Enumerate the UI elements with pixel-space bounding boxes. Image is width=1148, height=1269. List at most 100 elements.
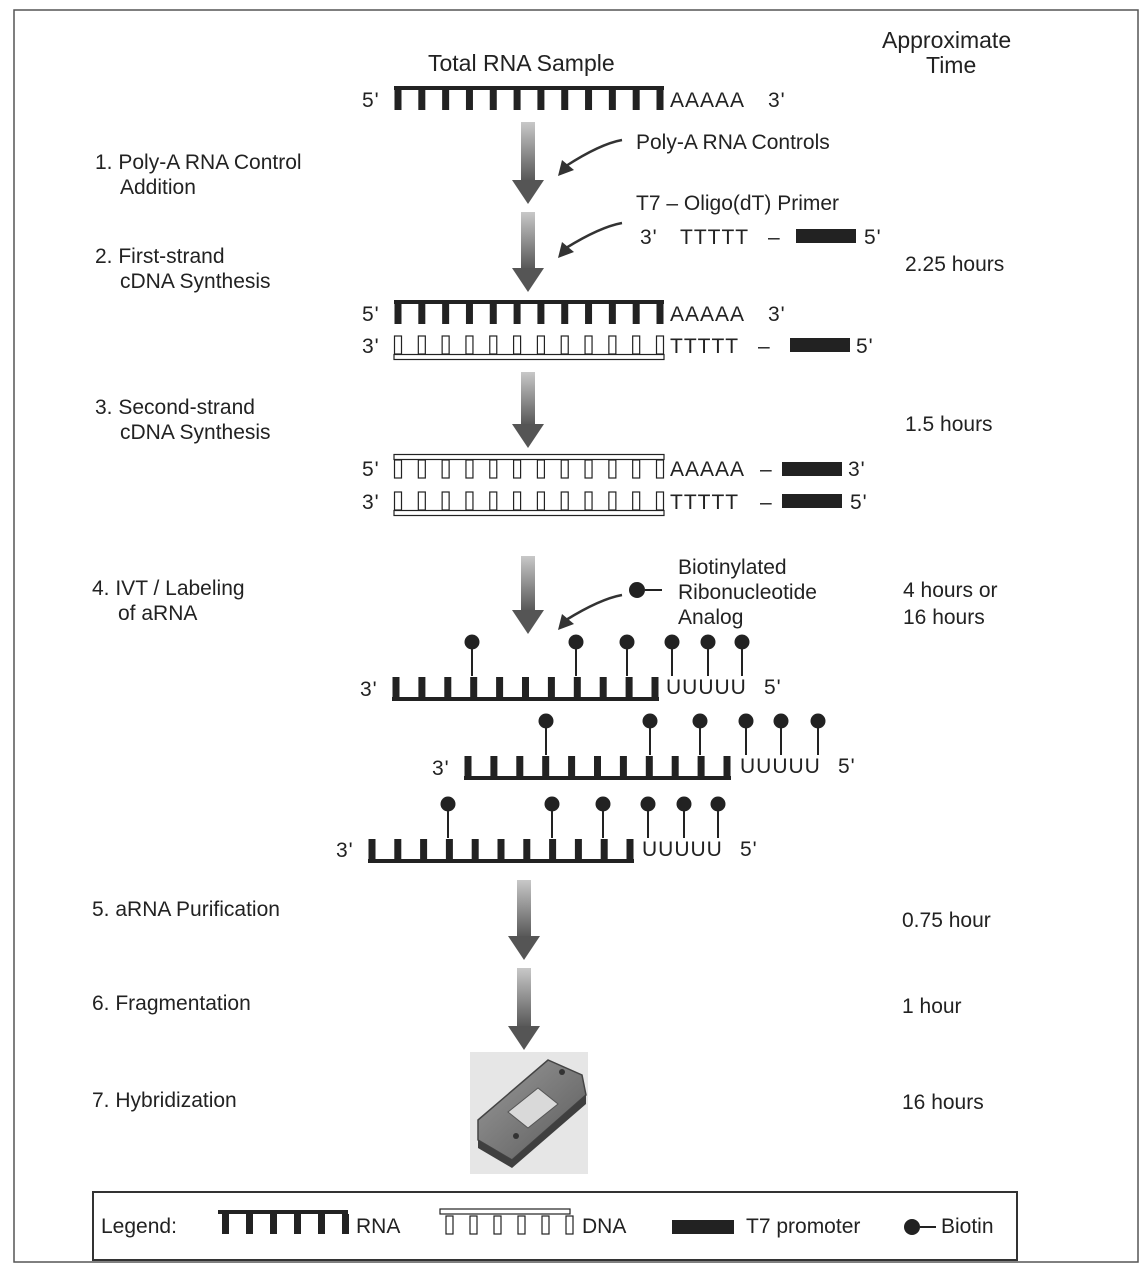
rna-poly-a: AAAAA <box>670 89 746 112</box>
step-2-label-2: cDNA Synthesis <box>120 270 271 293</box>
step-4-label: 4. IVT / Labeling <box>92 577 245 600</box>
figure-frame <box>13 9 1139 1263</box>
rna-backbone <box>368 859 634 863</box>
dna-base <box>536 459 546 479</box>
dna-base <box>536 335 546 355</box>
biotin-3-2 <box>595 796 611 838</box>
legend-rna-base <box>270 1214 277 1234</box>
dna-base <box>584 459 593 479</box>
dna-base <box>655 491 665 511</box>
biotin-2-3 <box>738 713 754 755</box>
arrow-shaft <box>521 372 535 426</box>
step-4-label-2: of aRNA <box>118 602 198 625</box>
time-step-4-alt: 16 hours <box>903 606 985 629</box>
rna-base <box>600 839 608 859</box>
ss-top-3-prime: 3' <box>848 458 866 481</box>
legend-biotin-dot <box>904 1219 920 1235</box>
dna-base <box>465 491 474 511</box>
biotin-dot <box>440 796 456 812</box>
rna-base <box>418 90 426 110</box>
biotin-dot <box>544 796 560 812</box>
rna-base <box>489 90 497 110</box>
rna-base <box>561 90 569 110</box>
rna-base <box>444 677 452 697</box>
step-2-label: 2. First-strand <box>95 245 225 268</box>
biotins-layer <box>440 582 826 838</box>
biotin-1-3 <box>664 634 680 676</box>
legend-biotin-label: Biotin <box>941 1215 994 1238</box>
biotin-3-3 <box>640 796 656 838</box>
step-3-label: 3. Second-strand <box>95 396 255 419</box>
arrow-shaft <box>521 556 535 612</box>
biotin-2-4 <box>773 713 789 755</box>
rna-base <box>470 677 478 697</box>
biotin-dot <box>676 796 692 812</box>
biotin-dot <box>700 634 716 650</box>
dna-base <box>560 335 569 355</box>
rna-base <box>594 756 601 776</box>
rna-base <box>608 304 616 324</box>
rna-base <box>619 756 627 776</box>
rna-base <box>645 756 653 776</box>
arna2-5-prime: 5' <box>838 755 856 778</box>
rna-base <box>442 90 450 110</box>
biotin-2-2 <box>692 713 708 755</box>
dna-base <box>584 491 593 511</box>
biotin-analog-label-3: Analog <box>678 606 744 629</box>
rna-base <box>489 304 497 324</box>
ss-bottom-5-prime: 5' <box>850 491 868 514</box>
polya-pointer <box>558 138 623 176</box>
rna-base <box>626 839 634 859</box>
ss-top-poly-a: AAAAA <box>670 458 746 481</box>
second-strand-dna-bottom <box>393 491 665 517</box>
step-7-label: 7. Hybridization <box>92 1089 237 1112</box>
legend-rna-base <box>318 1214 325 1234</box>
time-header-2: Time <box>926 52 977 78</box>
dna-base <box>489 491 498 511</box>
dna-base <box>560 491 569 511</box>
fs-rna-5-prime: 5' <box>362 303 380 326</box>
legend-dna-swatch <box>439 1208 574 1235</box>
biotin-analog-dot <box>629 582 645 598</box>
dna-base <box>655 335 665 355</box>
rna-backbone <box>464 776 731 780</box>
biotin-dot <box>773 713 789 729</box>
rna-base <box>445 839 453 859</box>
biotin-dot <box>734 634 750 650</box>
dna-base <box>536 491 546 511</box>
time-step-2: 2.25 hours <box>905 253 1005 276</box>
dna-base <box>512 491 522 511</box>
strands-layer <box>368 86 856 863</box>
fs-rna-poly-a: AAAAA <box>670 303 746 326</box>
biotin-analog-label-2: Ribonucleotide <box>678 581 817 604</box>
rna-base <box>465 304 473 324</box>
legend-rna-backbone <box>218 1210 348 1214</box>
rna-base <box>585 304 593 324</box>
biotin-2-1 <box>642 713 658 755</box>
arna1-5-prime: 5' <box>764 676 782 699</box>
rna-base <box>656 90 664 110</box>
arna1-3-prime: 3' <box>360 678 378 701</box>
rna-base <box>392 677 400 697</box>
primer-dash: – <box>768 226 781 249</box>
dna-base <box>393 335 403 355</box>
biotin-dot <box>595 796 611 812</box>
rna-3-prime: 3' <box>768 89 786 112</box>
legend-t7-label: T7 promoter <box>746 1215 861 1238</box>
biotin-3-5 <box>710 796 726 838</box>
dna-base <box>441 491 450 511</box>
arna2-poly-u: UUUUU <box>740 755 821 778</box>
biotin-dot <box>692 713 708 729</box>
dna-base <box>441 335 450 355</box>
rna-base <box>537 90 545 110</box>
time-step-4: 4 hours or <box>903 579 998 602</box>
dna-base <box>417 491 426 511</box>
dna-base <box>632 459 641 479</box>
rna-base <box>561 304 569 324</box>
biotin-dot <box>810 713 826 729</box>
biotin-1-2 <box>619 634 635 676</box>
rna-base <box>496 677 504 697</box>
rna-backbone <box>392 697 659 701</box>
biotin-dot <box>642 713 658 729</box>
legend-dna-base <box>541 1215 550 1235</box>
